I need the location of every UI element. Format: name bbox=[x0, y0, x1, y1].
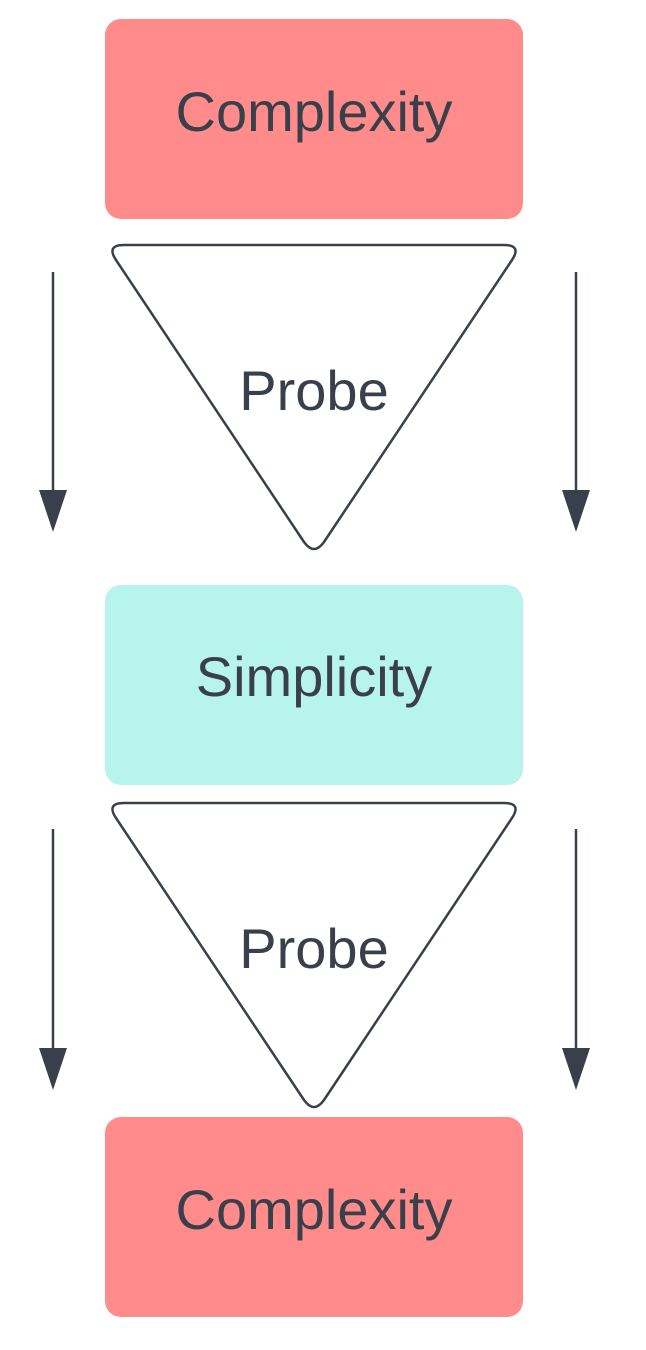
simplicity-box: Simplicity bbox=[105, 585, 523, 785]
probe-triangle-1: Probe bbox=[111, 243, 517, 551]
probe-triangle-2: Probe bbox=[111, 801, 517, 1109]
left-down-arrow-1 bbox=[39, 272, 67, 532]
probe-label-2: Probe bbox=[239, 917, 388, 980]
complexity-label-top: Complexity bbox=[176, 80, 453, 143]
complexity-label-bottom: Complexity bbox=[176, 1178, 453, 1241]
probe-label-1: Probe bbox=[239, 359, 388, 422]
simplicity-label: Simplicity bbox=[196, 645, 432, 708]
right-down-arrow-1 bbox=[562, 272, 590, 532]
right-down-arrow-2 bbox=[562, 829, 590, 1090]
complexity-box-top: Complexity bbox=[105, 19, 523, 219]
left-down-arrow-2 bbox=[39, 829, 67, 1090]
complexity-box-bottom: Complexity bbox=[105, 1117, 523, 1317]
